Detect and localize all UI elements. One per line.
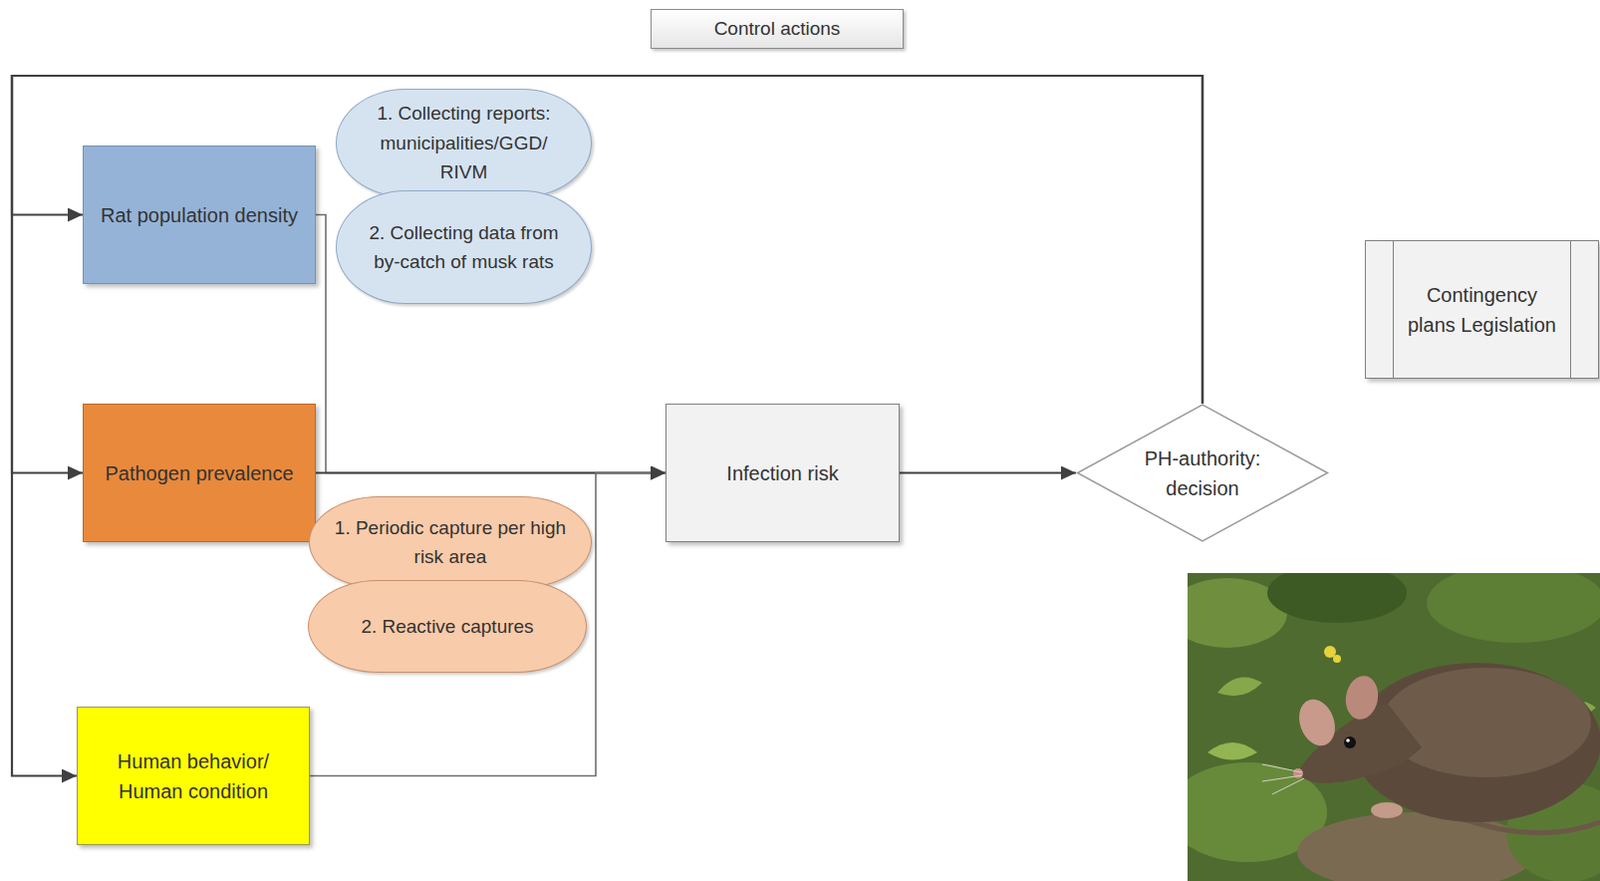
node-text: Pathogen prevalence: [104, 458, 293, 489]
node-text: Human behavior/ Human condition: [87, 746, 299, 806]
method-ellipse: 2. Reactive captures: [307, 579, 587, 673]
process-box: Human behavior/ Human condition: [76, 706, 310, 845]
diamond-shape: [1077, 404, 1329, 541]
node-text: Control actions: [714, 16, 841, 42]
process-box: Pathogen prevalence: [82, 403, 316, 542]
text-holder: Rat population density: [100, 200, 298, 231]
connector-arrow: [11, 75, 1203, 777]
method-ellipse: 1. Periodic capture per high risk area: [308, 496, 592, 588]
method-ellipse: 2. Collecting data from by-catch of musk…: [335, 190, 592, 304]
text-holder: Contingency plans Legislation: [1401, 279, 1563, 340]
method-ellipse: 1. Collecting reports: municipalities/GG…: [335, 88, 592, 198]
text-holder: 1. Periodic capture per high risk area: [331, 513, 569, 572]
text-holder: Infection risk: [726, 458, 838, 489]
node-text: 2. Collecting data from by-catch of musk…: [358, 218, 569, 277]
connector-arrow: [899, 471, 1076, 474]
text-holder: 1. Collecting reports: municipalities/GG…: [358, 98, 569, 187]
rat-photo: [1187, 572, 1600, 881]
node-text: Contingency plans Legislation: [1401, 279, 1563, 340]
text-holder: Pathogen prevalence: [104, 458, 293, 489]
node-text: Infection risk: [726, 458, 838, 489]
node-text: 2. Reactive captures: [360, 611, 534, 641]
node-text: 1. Collecting reports: municipalities/GG…: [358, 98, 569, 187]
diamond-outline: [1075, 403, 1330, 542]
text-holder: PH-authority: decision: [1105, 443, 1300, 504]
connector-arrow: [309, 473, 666, 777]
connector-arrow: [11, 75, 1203, 404]
predefined-process-box: Contingency plans Legislation: [1364, 240, 1600, 379]
node-text: Rat population density: [100, 200, 298, 231]
text-holder: Human behavior/ Human condition: [87, 746, 299, 806]
text-holder: 2. Collecting data from by-catch of musk…: [358, 218, 569, 277]
node-text: 1. Periodic capture per high risk area: [331, 513, 569, 572]
node-text: PH-authority: decision: [1105, 443, 1300, 504]
side-bar: [1392, 241, 1394, 378]
text-holder: 2. Reactive captures: [360, 611, 534, 641]
process-box: Infection risk: [665, 403, 900, 542]
decision-diamond: PH-authority: decision: [1075, 403, 1330, 542]
text-holder: Control actions: [714, 16, 841, 42]
process-box: Rat population density: [82, 145, 316, 284]
side-bar: [1570, 241, 1572, 378]
control-label-box: Control actions: [650, 8, 904, 50]
